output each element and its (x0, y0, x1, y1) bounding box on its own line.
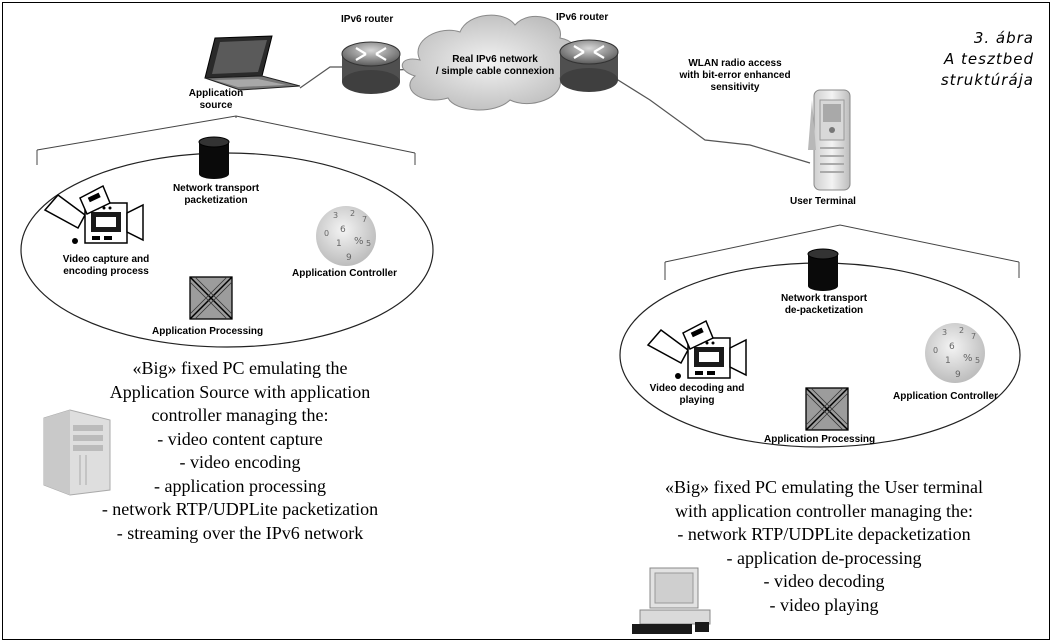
source-database-icon (198, 136, 230, 179)
terminal-net-line-2: de-packetization (784, 305, 864, 316)
source-label-line-2: source (199, 100, 233, 111)
source-processing-icon (189, 276, 233, 320)
terminal-desc-line-1: «Big» fixed PC emulating the User termin… (665, 477, 983, 497)
caption-line-3: struktúrája (940, 71, 1034, 89)
svg-text:5: 5 (975, 356, 980, 365)
source-label-line-1: Application (188, 88, 244, 99)
router-left-icon (341, 41, 401, 94)
router-left-label: IPv6 router (341, 14, 394, 25)
terminal-desc-line-3: - network RTP/UDPLite depacketization (677, 524, 971, 544)
source-desc-line-6: - application processing (154, 475, 326, 496)
svg-text:2: 2 (350, 209, 355, 218)
cloud-label-line-1: Real IPv6 network (452, 54, 538, 65)
wlan-label-line-2: with bit-error enhanced (679, 70, 791, 81)
source-controller-icon: 3 2 7 0 6 1 % 9 5 (316, 206, 376, 266)
terminal-video-line-1: Video decoding and (649, 383, 745, 394)
terminal-processing-label: Application Processing (764, 434, 876, 445)
svg-text:7: 7 (362, 215, 367, 224)
laptop-icon (204, 35, 301, 91)
source-processing-label: Application Processing (152, 326, 264, 337)
source-desc-line-1: «Big» fixed PC emulating the (132, 358, 348, 378)
source-video-line-2: encoding process (63, 266, 149, 277)
svg-text:9: 9 (955, 370, 961, 380)
source-desc-line-7: - network RTP/UDPLite packetization (101, 499, 379, 519)
figure-caption: 3. ábra A tesztbed struktúrája (941, 28, 1034, 91)
user-terminal-label: User Terminal (790, 196, 856, 207)
terminal-net-line-1: Network transport (780, 293, 868, 304)
svg-text:0: 0 (324, 229, 329, 238)
terminal-video-label: Video decoding and playing (638, 383, 756, 407)
source-desc-line-3: controller managing the: (151, 405, 329, 425)
router-right-label: IPv6 router (556, 12, 609, 23)
desktop-computer-icon (632, 567, 711, 634)
svg-text:1: 1 (945, 356, 951, 366)
source-desc-line-8: - streaming over the IPv6 network (116, 522, 364, 543)
caption-line-1: 3. ábra (973, 29, 1034, 47)
source-net-line-1: Network transport (172, 183, 260, 194)
mobile-phone-icon (808, 89, 851, 191)
wlan-label: WLAN radio access with bit-error enhance… (660, 58, 810, 94)
terminal-controller-label: Application Controller (893, 391, 998, 402)
terminal-video-camera-icon (646, 319, 747, 379)
svg-text:6: 6 (340, 225, 346, 235)
source-fan-lines (36, 115, 416, 165)
server-tower-icon (43, 409, 111, 496)
svg-text:3: 3 (942, 328, 947, 337)
cloud-label-line-2: / simple cable connexion (435, 66, 555, 77)
source-desc-line-2: Application Source with application (109, 381, 371, 402)
cloud-label: Real IPv6 network / simple cable connexi… (432, 54, 558, 78)
svg-text:%: % (354, 236, 364, 247)
terminal-desc-line-2: with application controller managing the… (675, 500, 973, 521)
terminal-database-icon (807, 248, 839, 291)
terminal-processing-icon (805, 387, 849, 431)
svg-text:7: 7 (971, 332, 976, 341)
wlan-label-line-1: WLAN radio access (688, 58, 782, 69)
terminal-desc-line-5: - video decoding (763, 571, 885, 591)
source-desc-line-4: - video content capture (157, 428, 323, 449)
svg-text:9: 9 (346, 253, 352, 263)
source-description: «Big» fixed PC emulating the Application… (20, 357, 460, 545)
svg-text:0: 0 (933, 346, 938, 355)
source-net-line-2: packetization (184, 195, 248, 206)
terminal-fan-lines (664, 224, 1020, 280)
source-network-transport-label: Network transport packetization (158, 183, 274, 207)
terminal-desc-line-4: - application de-processing (726, 547, 922, 568)
svg-text:6: 6 (949, 342, 955, 352)
terminal-description: «Big» fixed PC emulating the User termin… (596, 476, 1052, 617)
svg-text:5: 5 (366, 239, 371, 248)
terminal-network-transport-label: Network transport de-packetization (766, 293, 882, 317)
source-desc-line-5: - video encoding (179, 452, 301, 472)
source-video-label: Video capture and encoding process (44, 254, 168, 278)
terminal-desc-line-6: - video playing (769, 594, 879, 615)
terminal-controller-icon: 3 2 7 0 6 1 % 9 5 (925, 323, 985, 383)
source-controller-label: Application Controller (292, 268, 397, 279)
source-video-line-1: Video capture and (62, 254, 150, 265)
wlan-label-line-3: sensitivity (710, 82, 760, 93)
router-right-icon (559, 39, 619, 92)
svg-text:3: 3 (333, 211, 338, 220)
terminal-video-line-2: playing (679, 395, 715, 406)
svg-text:2: 2 (959, 326, 964, 335)
svg-text:1: 1 (336, 239, 342, 249)
source-video-camera-icon (43, 184, 144, 244)
caption-line-2: A tesztbed (944, 50, 1034, 68)
application-source-label: Application source (174, 88, 258, 112)
svg-text:%: % (963, 353, 973, 364)
